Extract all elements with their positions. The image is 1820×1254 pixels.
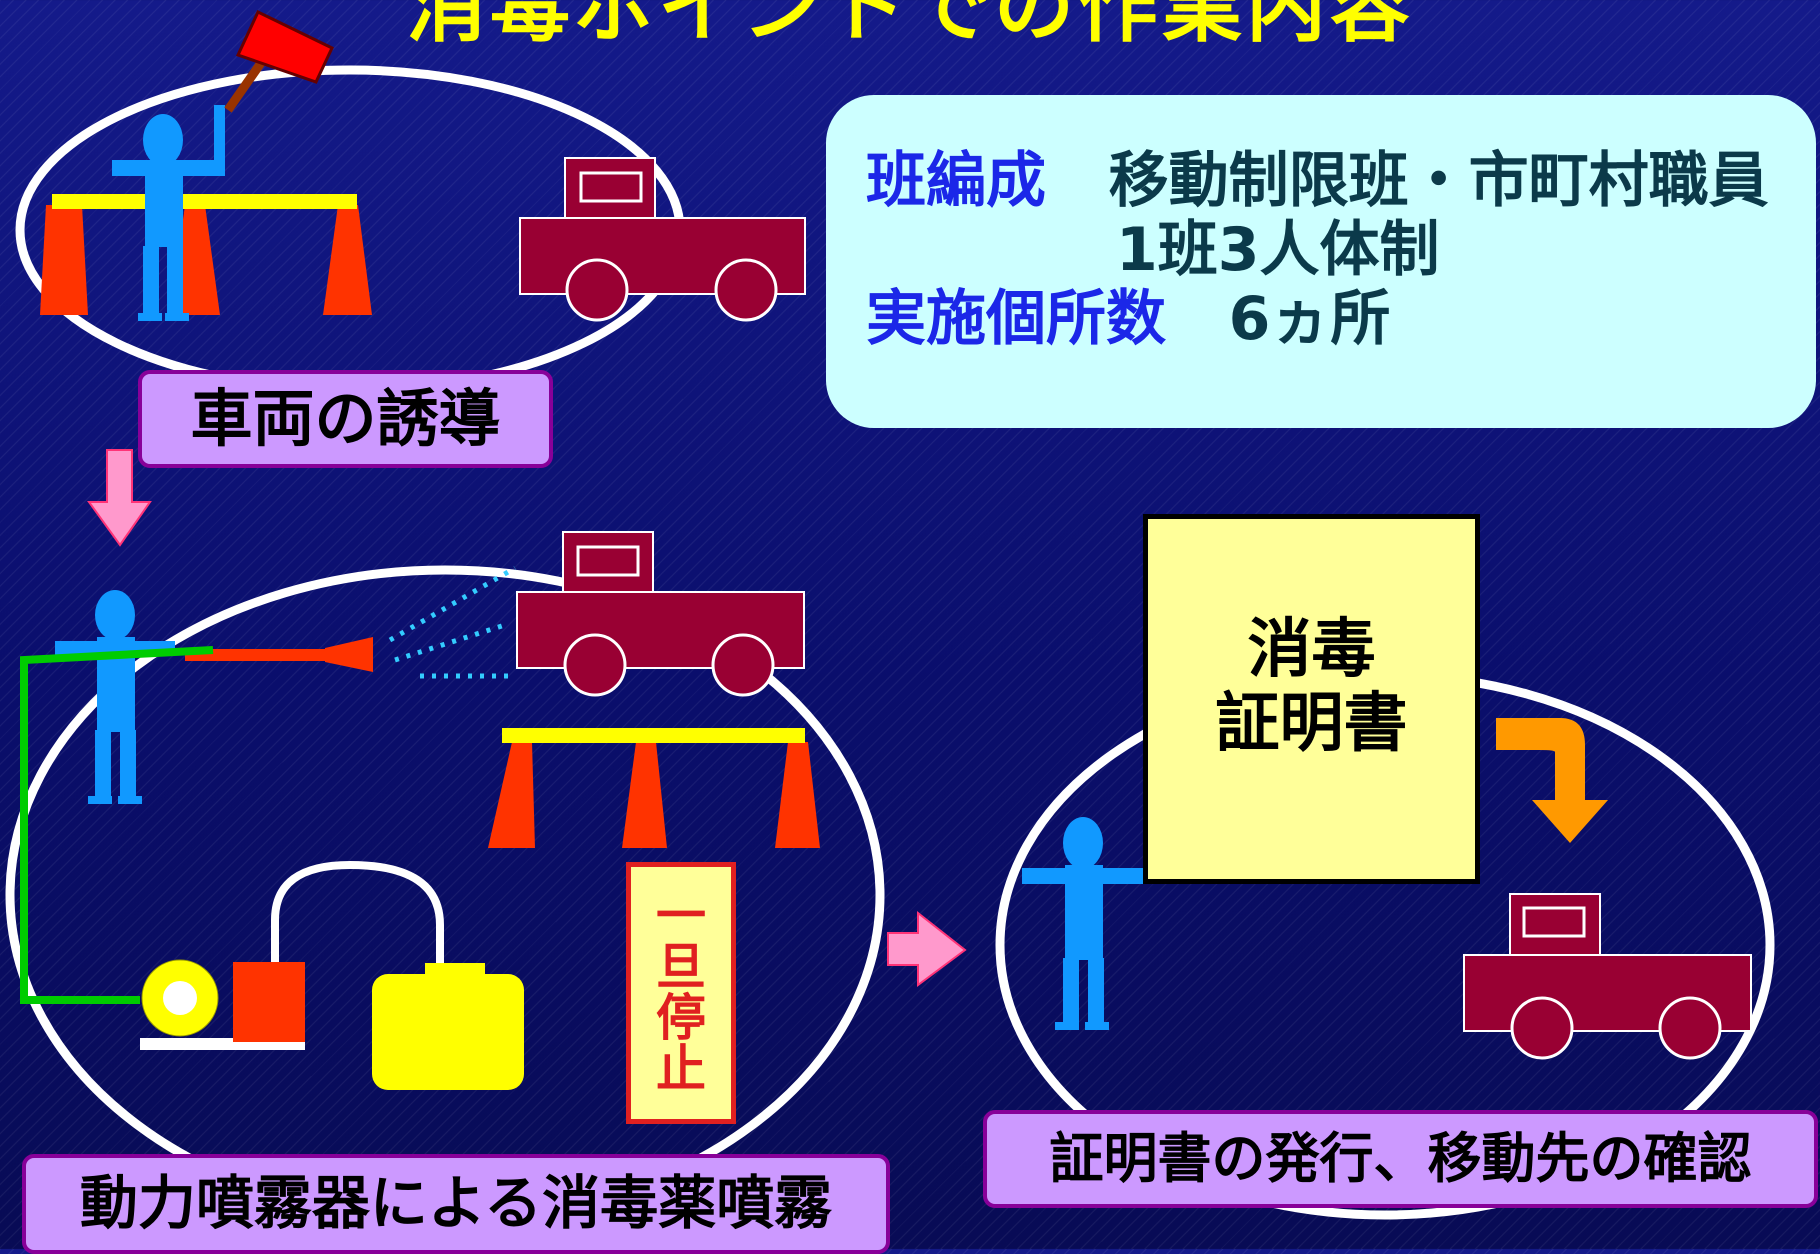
curved-arrow-icon [1496, 718, 1608, 843]
pump-icon [140, 959, 305, 1050]
page-title: 消毒ポイントでの作業内容 [406, 0, 1414, 53]
certificate-line-1: 消毒 [1247, 613, 1376, 688]
stop-sign-char: 停 [656, 989, 706, 1047]
cone-barrier-1 [40, 194, 372, 315]
spray-mist-icon [388, 565, 517, 679]
certificate: 消毒 証明書 [1143, 514, 1480, 884]
issuing-person [1022, 817, 1146, 1030]
truck-2 [516, 531, 805, 697]
truck-3 [1463, 893, 1752, 1060]
spray-person [55, 590, 175, 804]
team-value: 移動制限班・市町村職員 [1108, 146, 1769, 216]
step-1-label: 車両の誘導 [138, 370, 553, 468]
cone-barrier-2 [488, 728, 820, 848]
team-label: 班編成 [866, 146, 1046, 216]
arrow-right-icon [887, 910, 967, 987]
spray-nozzle-icon [185, 637, 373, 672]
sites-value: 6ヵ所 [1228, 284, 1391, 354]
stop-sign: 一 旦 停 止 [626, 862, 736, 1124]
sites-label: 実施個所数 [866, 284, 1166, 354]
tank-icon [372, 963, 524, 1090]
info-box: 班編成 移動制限班・市町村職員 1班3人体制 実施個所数 6ヵ所 [826, 95, 1816, 428]
red-flag-icon [224, 9, 334, 113]
stop-sign-char: 止 [656, 1040, 706, 1098]
team-line: 班編成 移動制限班・市町村職員 [866, 147, 1816, 216]
hose-icon [20, 646, 214, 1004]
certificate-line-2: 証明書 [1215, 687, 1408, 761]
tube-icon [271, 860, 444, 1003]
stop-sign-char: 一 [656, 887, 706, 945]
stop-sign-char: 旦 [656, 938, 706, 996]
step-2-label: 動力噴霧器による消毒薬噴霧 [22, 1154, 890, 1254]
truck-1 [519, 157, 806, 322]
arrow-down-icon [87, 449, 152, 547]
step-3-label: 証明書の発行、移動先の確認 [983, 1110, 1818, 1208]
team-sub: 1班3人体制 [1116, 215, 1440, 285]
sites-line: 実施個所数 6ヵ所 [866, 285, 1816, 354]
flag-person [112, 105, 225, 321]
